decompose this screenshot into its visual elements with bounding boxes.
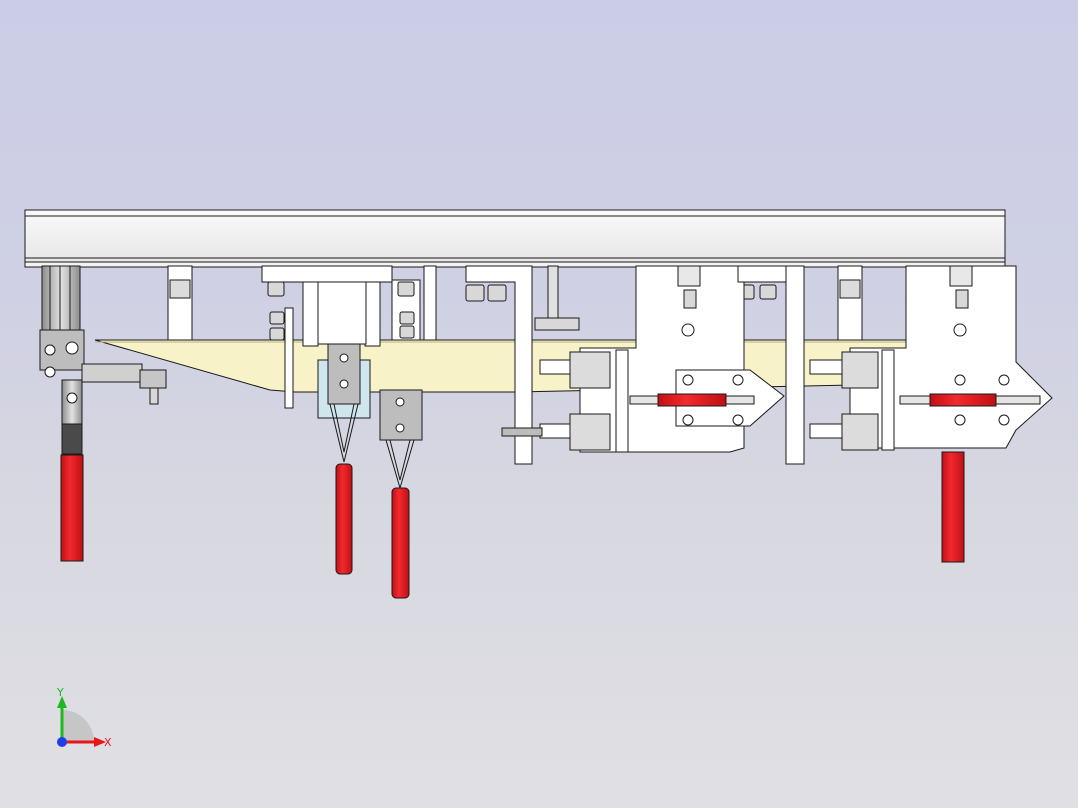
clamp-station-1[interactable]	[501, 265, 805, 465]
y-axis-label: Y	[56, 686, 64, 699]
z-axis-dot	[57, 737, 67, 747]
triad-plane	[62, 710, 94, 742]
x-axis-label: X	[104, 736, 112, 749]
y-arrow-head	[57, 696, 67, 708]
top-rail	[24, 209, 1006, 268]
latch-clamp-1[interactable]	[284, 307, 371, 575]
clamp-station-2-handle[interactable]	[941, 451, 965, 563]
support-blocks	[167, 265, 863, 347]
bolt-heads	[267, 281, 777, 341]
latch-clamp-2-handle[interactable]	[391, 487, 410, 599]
left-clamp-handle[interactable]	[60, 454, 84, 562]
axis-triad: Y X	[56, 686, 112, 749]
x-arrow-head	[94, 737, 106, 747]
left-toggle-clamp[interactable]	[39, 265, 167, 562]
clamp-station-2-lever[interactable]	[929, 393, 997, 407]
latch-clamp-2[interactable]	[379, 389, 423, 599]
clamp-station-2[interactable]	[809, 265, 1053, 563]
latch-clamp-1-handle[interactable]	[335, 463, 353, 575]
center-bracket-left	[465, 265, 580, 465]
clamp-station-1-lever[interactable]	[657, 393, 727, 407]
